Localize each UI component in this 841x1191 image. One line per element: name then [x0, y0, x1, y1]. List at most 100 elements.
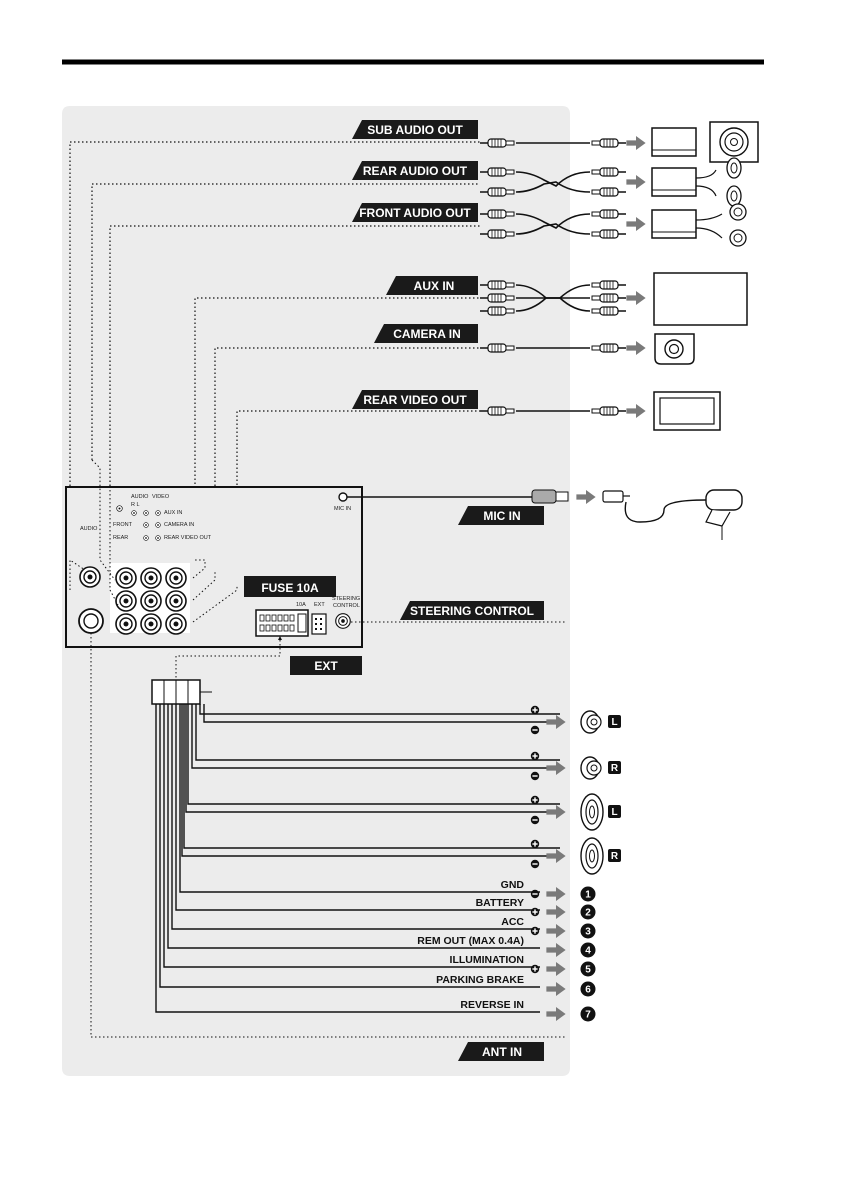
- power-wire-label: REM OUT (MAX 0.4A): [417, 935, 524, 947]
- label-mic-in: MIC IN: [483, 509, 520, 523]
- mic-in-jack: [338, 492, 348, 502]
- rca-plug-icon: [591, 167, 626, 177]
- rear-video-out-group: REAR VIDEO OUT: [236, 390, 721, 585]
- right-arrow-icon: [576, 490, 596, 504]
- power-wire: PARKING BRAKE 6: [436, 974, 596, 997]
- speaker-icon: [580, 756, 602, 780]
- power-wire-number: 1: [585, 890, 591, 901]
- rca-jack-icon: [165, 590, 187, 612]
- panel-rear-video-out: REAR VIDEO OUT: [164, 535, 212, 541]
- power-wire-number: 4: [585, 946, 591, 957]
- speaker-side-label: R: [611, 851, 619, 862]
- speaker-icon: [580, 793, 604, 831]
- power-wire-label: ACC: [501, 916, 524, 928]
- rca-plug-icon: [591, 306, 626, 316]
- panel-front: FRONT: [113, 522, 133, 528]
- amplifier-icon: [651, 127, 697, 157]
- label-sub-audio-out: SUB AUDIO OUT: [367, 123, 463, 137]
- antenna-jack-icon: [78, 608, 104, 634]
- tag-rear-video-out: [352, 390, 478, 409]
- tag-fuse: [244, 576, 336, 597]
- subwoofer-icon: [709, 121, 759, 163]
- sub-audio-out-group: SUB AUDIO OUT: [69, 120, 759, 590]
- steering-jack-icon: [335, 613, 351, 629]
- right-arrow-icon: [626, 217, 646, 231]
- number-badge: [580, 942, 596, 958]
- right-arrow-icon: [626, 404, 646, 418]
- power-wire-number: 7: [585, 1010, 591, 1021]
- tag-camera-in: [374, 324, 478, 343]
- power-wire-label: BATTERY: [476, 897, 524, 909]
- rca-jack-icon: [165, 567, 187, 589]
- ext-connector: [311, 613, 327, 635]
- tag-sub-audio-out: [352, 120, 478, 139]
- power-wire-number: 3: [585, 927, 591, 938]
- number-badge: [580, 961, 596, 977]
- camera-in-group: CAMERA IN: [214, 324, 695, 570]
- power-wires: [155, 704, 540, 1013]
- aux-in-group: AUX IN: [194, 272, 748, 560]
- panel-control: CONTROL: [333, 603, 360, 609]
- right-arrow-icon: [626, 341, 646, 355]
- speaker-icon: [580, 837, 604, 875]
- connector-pins: [259, 614, 295, 632]
- panel-audio: AUDIO: [131, 494, 149, 500]
- rear-audio-out-group: REAR AUDIO OUT: [91, 157, 742, 460]
- ext-group: EXT: [175, 636, 362, 680]
- power-wire-label: ILLUMINATION: [450, 954, 524, 966]
- tag-mic-in: [458, 506, 544, 525]
- rca-plug-icon: [591, 293, 626, 303]
- label-aux-in: AUX IN: [414, 279, 455, 293]
- power-wire-number: 6: [585, 985, 591, 996]
- label-rear-audio-out: REAR AUDIO OUT: [363, 164, 468, 178]
- number-badge: [580, 981, 596, 997]
- label-camera-in: CAMERA IN: [393, 327, 461, 341]
- jack-icon: [155, 535, 161, 541]
- label-ext: EXT: [314, 659, 338, 673]
- speaker-icon: [695, 157, 742, 207]
- rca-plug-icon: [591, 138, 626, 148]
- panel-mic-in: MIC IN: [334, 506, 351, 512]
- ant-in-group: ANT IN: [90, 633, 566, 1061]
- speaker-output: L: [530, 793, 621, 831]
- tag-front-audio-out: [352, 203, 478, 222]
- speaker-output: R: [530, 837, 621, 875]
- amplifier-icon: [651, 209, 697, 239]
- power-wire: REVERSE IN 7: [460, 999, 596, 1022]
- right-arrow-icon: [626, 175, 646, 189]
- speaker-side-label: L: [611, 717, 617, 728]
- label-ant-in: ANT IN: [482, 1045, 522, 1059]
- power-wire: ACC 3: [501, 916, 596, 939]
- jack-icon: [155, 522, 161, 528]
- right-arrow-icon: [626, 136, 646, 150]
- power-wire-label: PARKING BRAKE: [436, 974, 524, 986]
- head-unit-rear-panel: AUDIO VIDEO R L AUX IN FRONT CAMERA IN R…: [65, 486, 363, 648]
- speaker-icon: [580, 710, 602, 734]
- microphone-icon: [602, 489, 743, 540]
- panel-steering: STEERING: [332, 596, 360, 602]
- rca-plug-icon: [591, 229, 626, 239]
- aux-device-icon: [653, 272, 748, 326]
- mic-in-group: MIC IN: [347, 489, 743, 540]
- speaker-output: R: [530, 751, 621, 781]
- monitor-icon: [653, 391, 721, 431]
- label-front-audio-out: FRONT AUDIO OUT: [359, 206, 471, 220]
- number-badge: [580, 886, 596, 902]
- speaker-output: L: [530, 705, 621, 735]
- power-wire-label: REVERSE IN: [460, 999, 524, 1011]
- speaker-icon: [695, 203, 747, 247]
- jack-icon: [143, 510, 149, 516]
- rca-plug-icon: [591, 280, 626, 290]
- jack-icon: [155, 510, 161, 516]
- wire-harness-connector: [151, 679, 212, 705]
- front-audio-out-group: FRONT AUDIO OUT: [109, 203, 747, 490]
- rca-jack-icon: [115, 590, 137, 612]
- rca-jack-icon: [165, 613, 187, 635]
- rca-jack-icon: [140, 590, 162, 612]
